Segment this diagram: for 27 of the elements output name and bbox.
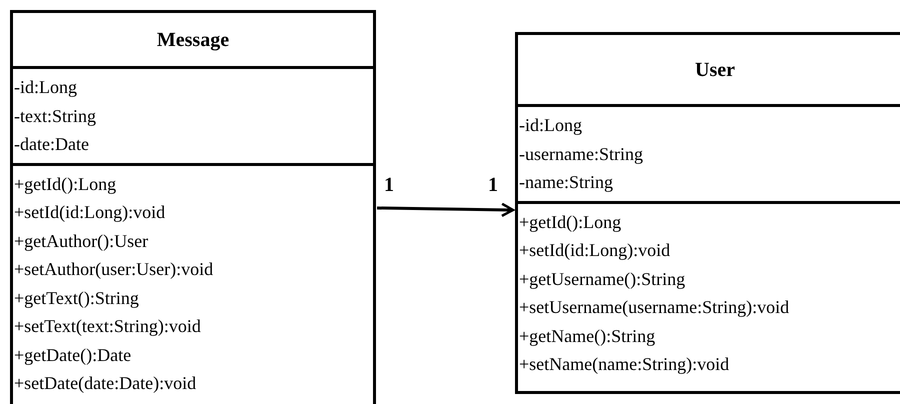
member-text: +getText():String <box>14 286 139 310</box>
multiplicity-label: 1 <box>384 173 394 198</box>
member-text: +setText(text:String):void <box>14 315 201 338</box>
member-text: -id:Long <box>14 76 77 99</box>
member-text: +getUsername():String <box>519 268 686 291</box>
member-text: -date:Date <box>14 133 89 156</box>
member-text: +getDate():Date <box>14 344 132 367</box>
member-text: -username:String <box>519 142 643 166</box>
member-text: +getName():String <box>519 324 656 348</box>
association-arrow <box>376 202 514 218</box>
multiplicity-label: 1 <box>488 173 498 198</box>
member-text: +getAuthor():User <box>14 230 148 253</box>
member-text: +setName(name:String):void <box>519 353 730 376</box>
member-text: +setUsername(username:String):void <box>519 296 790 319</box>
member-text: +getId():Long <box>519 210 622 234</box>
member-text: +setDate(date:Date):void <box>14 372 196 395</box>
member-text: +setId(id:Long):void <box>14 201 166 224</box>
member-text: +setId(id:Long):void <box>519 239 670 262</box>
class-name: Message <box>156 28 230 52</box>
member-text: +getId():Long <box>14 172 116 196</box>
member-text: -text:String <box>14 104 96 128</box>
member-text: -id:Long <box>519 114 582 137</box>
member-text: -name:String <box>519 171 613 194</box>
class-box <box>10 10 376 404</box>
class-box <box>515 32 900 394</box>
class-name: User <box>695 58 735 82</box>
member-text: +setAuthor(user:User):void <box>14 258 214 281</box>
